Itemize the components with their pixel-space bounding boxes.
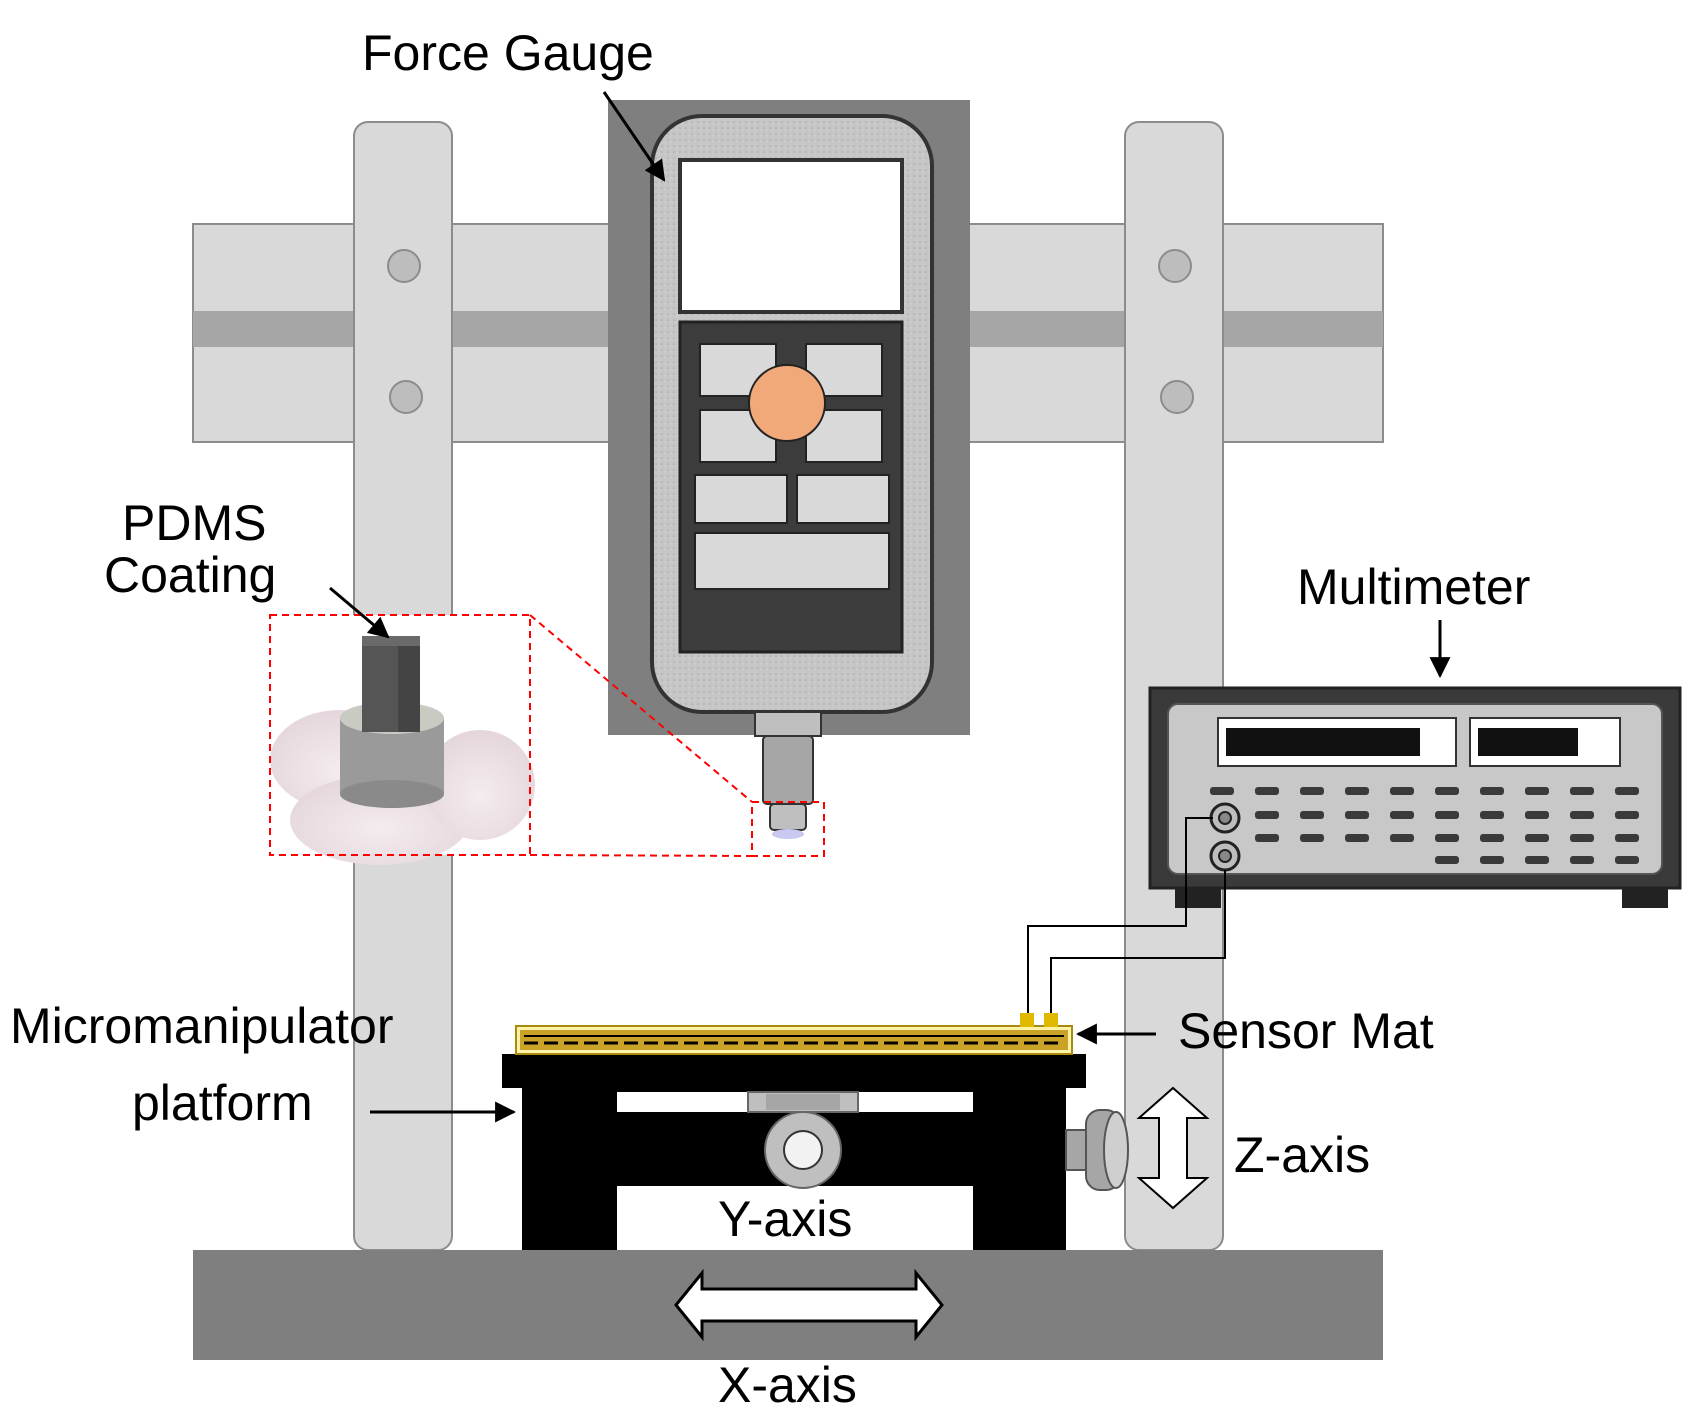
pdms-label-line2: Coating xyxy=(104,547,276,603)
pointer-arrows xyxy=(329,91,1451,1123)
multimeter-key xyxy=(1345,811,1369,819)
sample-holder-bottom xyxy=(340,780,444,808)
multimeter-key xyxy=(1435,856,1459,864)
stage-top-plate xyxy=(502,1054,1086,1088)
multimeter-key xyxy=(1525,787,1549,795)
multimeter-label: Multimeter xyxy=(1297,559,1530,615)
right-post xyxy=(1124,121,1224,1251)
sensor-mat-label: Sensor Mat xyxy=(1178,1003,1434,1059)
multimeter-key xyxy=(1390,811,1414,819)
probe-pdms-coating xyxy=(772,829,804,839)
gauge-key xyxy=(694,474,788,524)
multimeter-key xyxy=(1300,787,1324,795)
callout-line-bottom xyxy=(529,854,753,857)
pdms-pillar-top xyxy=(362,636,420,646)
multimeter-key xyxy=(1390,834,1414,842)
pdms-pillar-side xyxy=(398,642,420,732)
micromanipulator-label-line1: Micromanipulator xyxy=(10,998,393,1054)
multimeter-key xyxy=(1525,834,1549,842)
gauge-key xyxy=(796,474,890,524)
multimeter-key xyxy=(1570,834,1594,842)
multimeter-key xyxy=(1255,787,1279,795)
gauge-display xyxy=(678,158,904,314)
pdms-label-line1: PDMS xyxy=(122,495,266,551)
cables xyxy=(1027,817,1226,1013)
multimeter-key xyxy=(1615,834,1639,842)
z-axis-knob-face xyxy=(1103,1111,1129,1189)
bolt xyxy=(1158,249,1192,283)
multimeter-key xyxy=(1435,811,1459,819)
bolt xyxy=(389,380,423,414)
multimeter-key xyxy=(1255,811,1279,819)
multimeter-key xyxy=(1615,856,1639,864)
gauge-wide-key xyxy=(694,532,890,590)
multimeter-key xyxy=(1615,811,1639,819)
multimeter-key xyxy=(1480,787,1504,795)
multimeter-key xyxy=(1300,811,1324,819)
multimeter-display xyxy=(1226,728,1420,756)
gauge-round-button xyxy=(748,364,826,442)
multimeter-key xyxy=(1525,856,1549,864)
multimeter-keypad xyxy=(1210,787,1639,864)
x-axis-double-arrow xyxy=(674,1268,944,1342)
z-axis-label: Z-axis xyxy=(1234,1127,1370,1183)
bolt xyxy=(387,249,421,283)
multimeter-key xyxy=(1570,787,1594,795)
multimeter-key xyxy=(1480,811,1504,819)
sensor-contact-pad xyxy=(1044,1013,1058,1027)
sensor-contact-pad xyxy=(1020,1013,1034,1027)
multimeter xyxy=(1148,686,1682,908)
z-axis-knob-stem xyxy=(1065,1129,1087,1171)
bolt xyxy=(1160,380,1194,414)
multimeter-key xyxy=(1345,834,1369,842)
force-gauge-label: Force Gauge xyxy=(362,25,654,81)
multimeter-key xyxy=(1480,856,1504,864)
x-axis-label: X-axis xyxy=(718,1357,857,1413)
input-jack xyxy=(1218,811,1232,825)
callout-line-top xyxy=(529,614,753,803)
sensor-mat xyxy=(515,1013,1073,1055)
multimeter-key xyxy=(1570,811,1594,819)
stage-window-lower xyxy=(617,1186,973,1250)
multimeter-key xyxy=(1345,787,1369,795)
pdms-pointer-arrow xyxy=(329,586,390,639)
micromanipulator-label-line2: platform xyxy=(132,1075,313,1131)
cable xyxy=(1050,870,1226,1013)
finger xyxy=(425,730,535,840)
multimeter-key xyxy=(1390,787,1414,795)
micromanipulator-platform xyxy=(502,1054,1129,1250)
probe-collar xyxy=(754,711,822,737)
cable xyxy=(1027,817,1213,1013)
pdms-inset xyxy=(269,614,825,865)
multimeter-key xyxy=(1210,787,1234,795)
force-gauge xyxy=(608,100,970,839)
multimeter-key xyxy=(1435,834,1459,842)
input-jack xyxy=(1218,849,1232,863)
y-axis-label: Y-axis xyxy=(718,1191,852,1247)
multimeter-key xyxy=(1435,787,1459,795)
multimeter-key xyxy=(1615,787,1639,795)
multimeter-key xyxy=(1570,856,1594,864)
sensor-mat-electrode xyxy=(520,1030,1068,1050)
probe-shaft xyxy=(762,735,814,805)
multimeter-display xyxy=(1478,728,1578,756)
force-gauge-pointer-arrow xyxy=(602,91,666,182)
probe-tip xyxy=(769,803,807,831)
stage-slider-block-inner xyxy=(766,1094,840,1110)
z-axis-double-arrow xyxy=(1136,1086,1210,1210)
multimeter-key xyxy=(1255,834,1279,842)
probe-highlight-box xyxy=(751,801,825,857)
multimeter-key xyxy=(1525,811,1549,819)
multimeter-key xyxy=(1300,834,1324,842)
inset-border xyxy=(269,614,531,856)
multimeter-key xyxy=(1480,834,1504,842)
y-axis-knob-center xyxy=(783,1130,823,1170)
